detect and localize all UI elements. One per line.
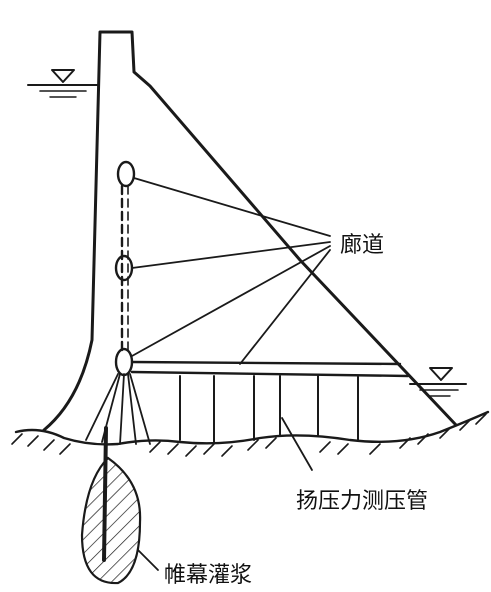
grout-curtain-zone: [80, 456, 142, 585]
ground-hatching: [11, 413, 487, 457]
fan-drain-holes: [85, 373, 151, 445]
upstream-water-level-icon: [27, 69, 99, 98]
dam-body-outline: [42, 30, 458, 432]
foundation-line: [14, 410, 490, 446]
grout-curtain-label: 帷幕灌浆: [164, 563, 252, 588]
downstream-water-level-icon: [409, 367, 467, 397]
drainage-gallery-beam: [130, 360, 410, 378]
gallery-upper: [116, 160, 136, 188]
uplift-pipe-label: 扬压力测压管: [296, 489, 428, 514]
gallery-lower: [114, 347, 134, 377]
gallery-label: 廊道: [340, 233, 384, 258]
grout-hole: [102, 426, 108, 562]
gallery-middle: [114, 254, 134, 282]
grout-curtain-leader-line: [137, 549, 159, 571]
uplift-pipe-leader-line: [281, 417, 313, 471]
grout-curtain: [80, 426, 142, 585]
gallery-leader-lines: [131, 177, 331, 365]
uplift-pressure-pipes: [179, 375, 359, 443]
